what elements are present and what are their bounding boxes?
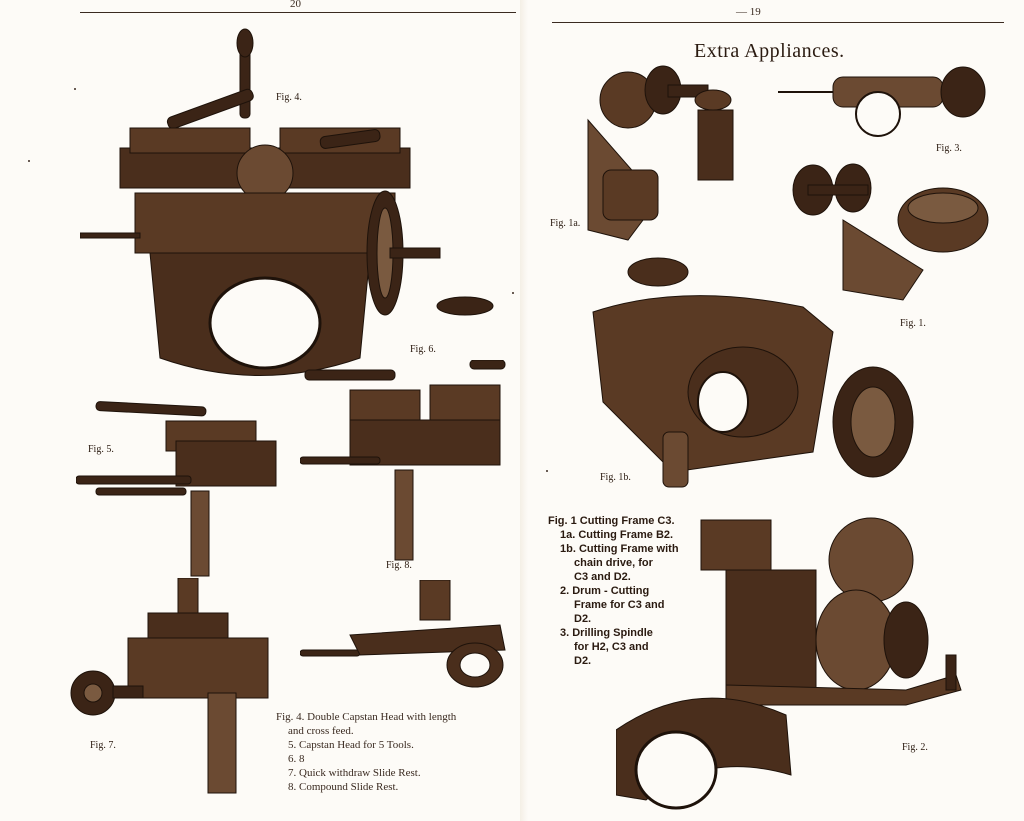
caption-line: chain drive, for <box>574 557 653 569</box>
scan-speck <box>546 470 548 472</box>
fig1b-label: Fig. 1b. <box>600 472 631 483</box>
fig6-label: Fig. 6. <box>410 344 436 355</box>
compound-slide-rest-lower-illustration <box>300 580 506 688</box>
page-number: — 19 <box>736 6 761 18</box>
caption-line: 5. Capstan Head for 5 Tools. <box>288 739 414 751</box>
fig7-quick-withdraw-slide-rest-illustration <box>70 578 269 794</box>
scan-speck <box>28 160 30 162</box>
caption-line: D2. <box>574 613 592 625</box>
caption-line: Fig. 4. Double Capstan Head with length <box>276 711 457 723</box>
fig1a-label: Fig. 1a. <box>550 218 581 229</box>
fig4-double-capstan-head-illustration <box>80 28 494 376</box>
caption-line: 1b. Cutting Frame with <box>560 543 679 555</box>
left-caption: Fig. 4. Double Capstan Head with length … <box>276 710 456 794</box>
header-rule <box>80 12 516 13</box>
fig5-capstan-head-illustration <box>76 401 277 577</box>
caption-line: 1a. Cutting Frame B2. <box>560 529 674 541</box>
page-title: Extra Appliances. <box>694 40 845 62</box>
fig3-drilling-spindle-illustration <box>778 66 986 137</box>
fig2-drum-cutting-frame-illustration <box>616 517 962 810</box>
fig1-cutting-frame-illustration <box>792 163 989 301</box>
fig1b-chain-drive-cutting-frame-illustration <box>592 257 914 488</box>
header-rule <box>552 22 1004 23</box>
caption-line: D2. <box>574 655 592 667</box>
caption-line: and cross feed. <box>288 725 354 737</box>
caption-line: C3 and D2. <box>574 571 631 583</box>
caption-line: 6. 8 <box>288 753 305 765</box>
caption-line: 3. Drilling Spindle <box>560 627 653 639</box>
scan-speck <box>74 88 76 90</box>
right-page: — 19 Extra Appliances. Fig. 1a. Fig. 3. <box>528 0 1024 821</box>
caption-line: Frame for C3 and <box>574 599 665 611</box>
caption-line: 2. Drum - Cutting <box>560 585 650 597</box>
fig8-compound-slide-rest-illustration <box>300 360 506 561</box>
fig1a-cutting-frame-illustration <box>587 65 734 241</box>
caption-line: 7. Quick withdraw Slide Rest. <box>288 767 421 779</box>
fig3-label: Fig. 3. <box>936 143 962 154</box>
fig4-label: Fig. 4. <box>276 92 302 103</box>
left-page: 20 Fig. 4. Fig. 6. <box>70 0 516 794</box>
right-caption: Fig. 1 Cutting Frame C3. 1a. Cutting Fra… <box>548 514 679 668</box>
page-number: 20 <box>290 0 301 10</box>
fig7-label: Fig. 7. <box>90 740 116 751</box>
caption-line: 8. Compound Slide Rest. <box>288 781 399 793</box>
caption-line: Fig. 1 Cutting Frame C3. <box>548 515 675 527</box>
fig2-label: Fig. 2. <box>902 742 928 753</box>
fig5-label: Fig. 5. <box>88 444 114 455</box>
fig8-label: Fig. 8. <box>386 560 412 571</box>
caption-line: for H2, C3 and <box>574 641 649 653</box>
scan-speck <box>512 292 514 294</box>
fig1-label: Fig. 1. <box>900 318 926 329</box>
page-gutter <box>520 0 528 821</box>
